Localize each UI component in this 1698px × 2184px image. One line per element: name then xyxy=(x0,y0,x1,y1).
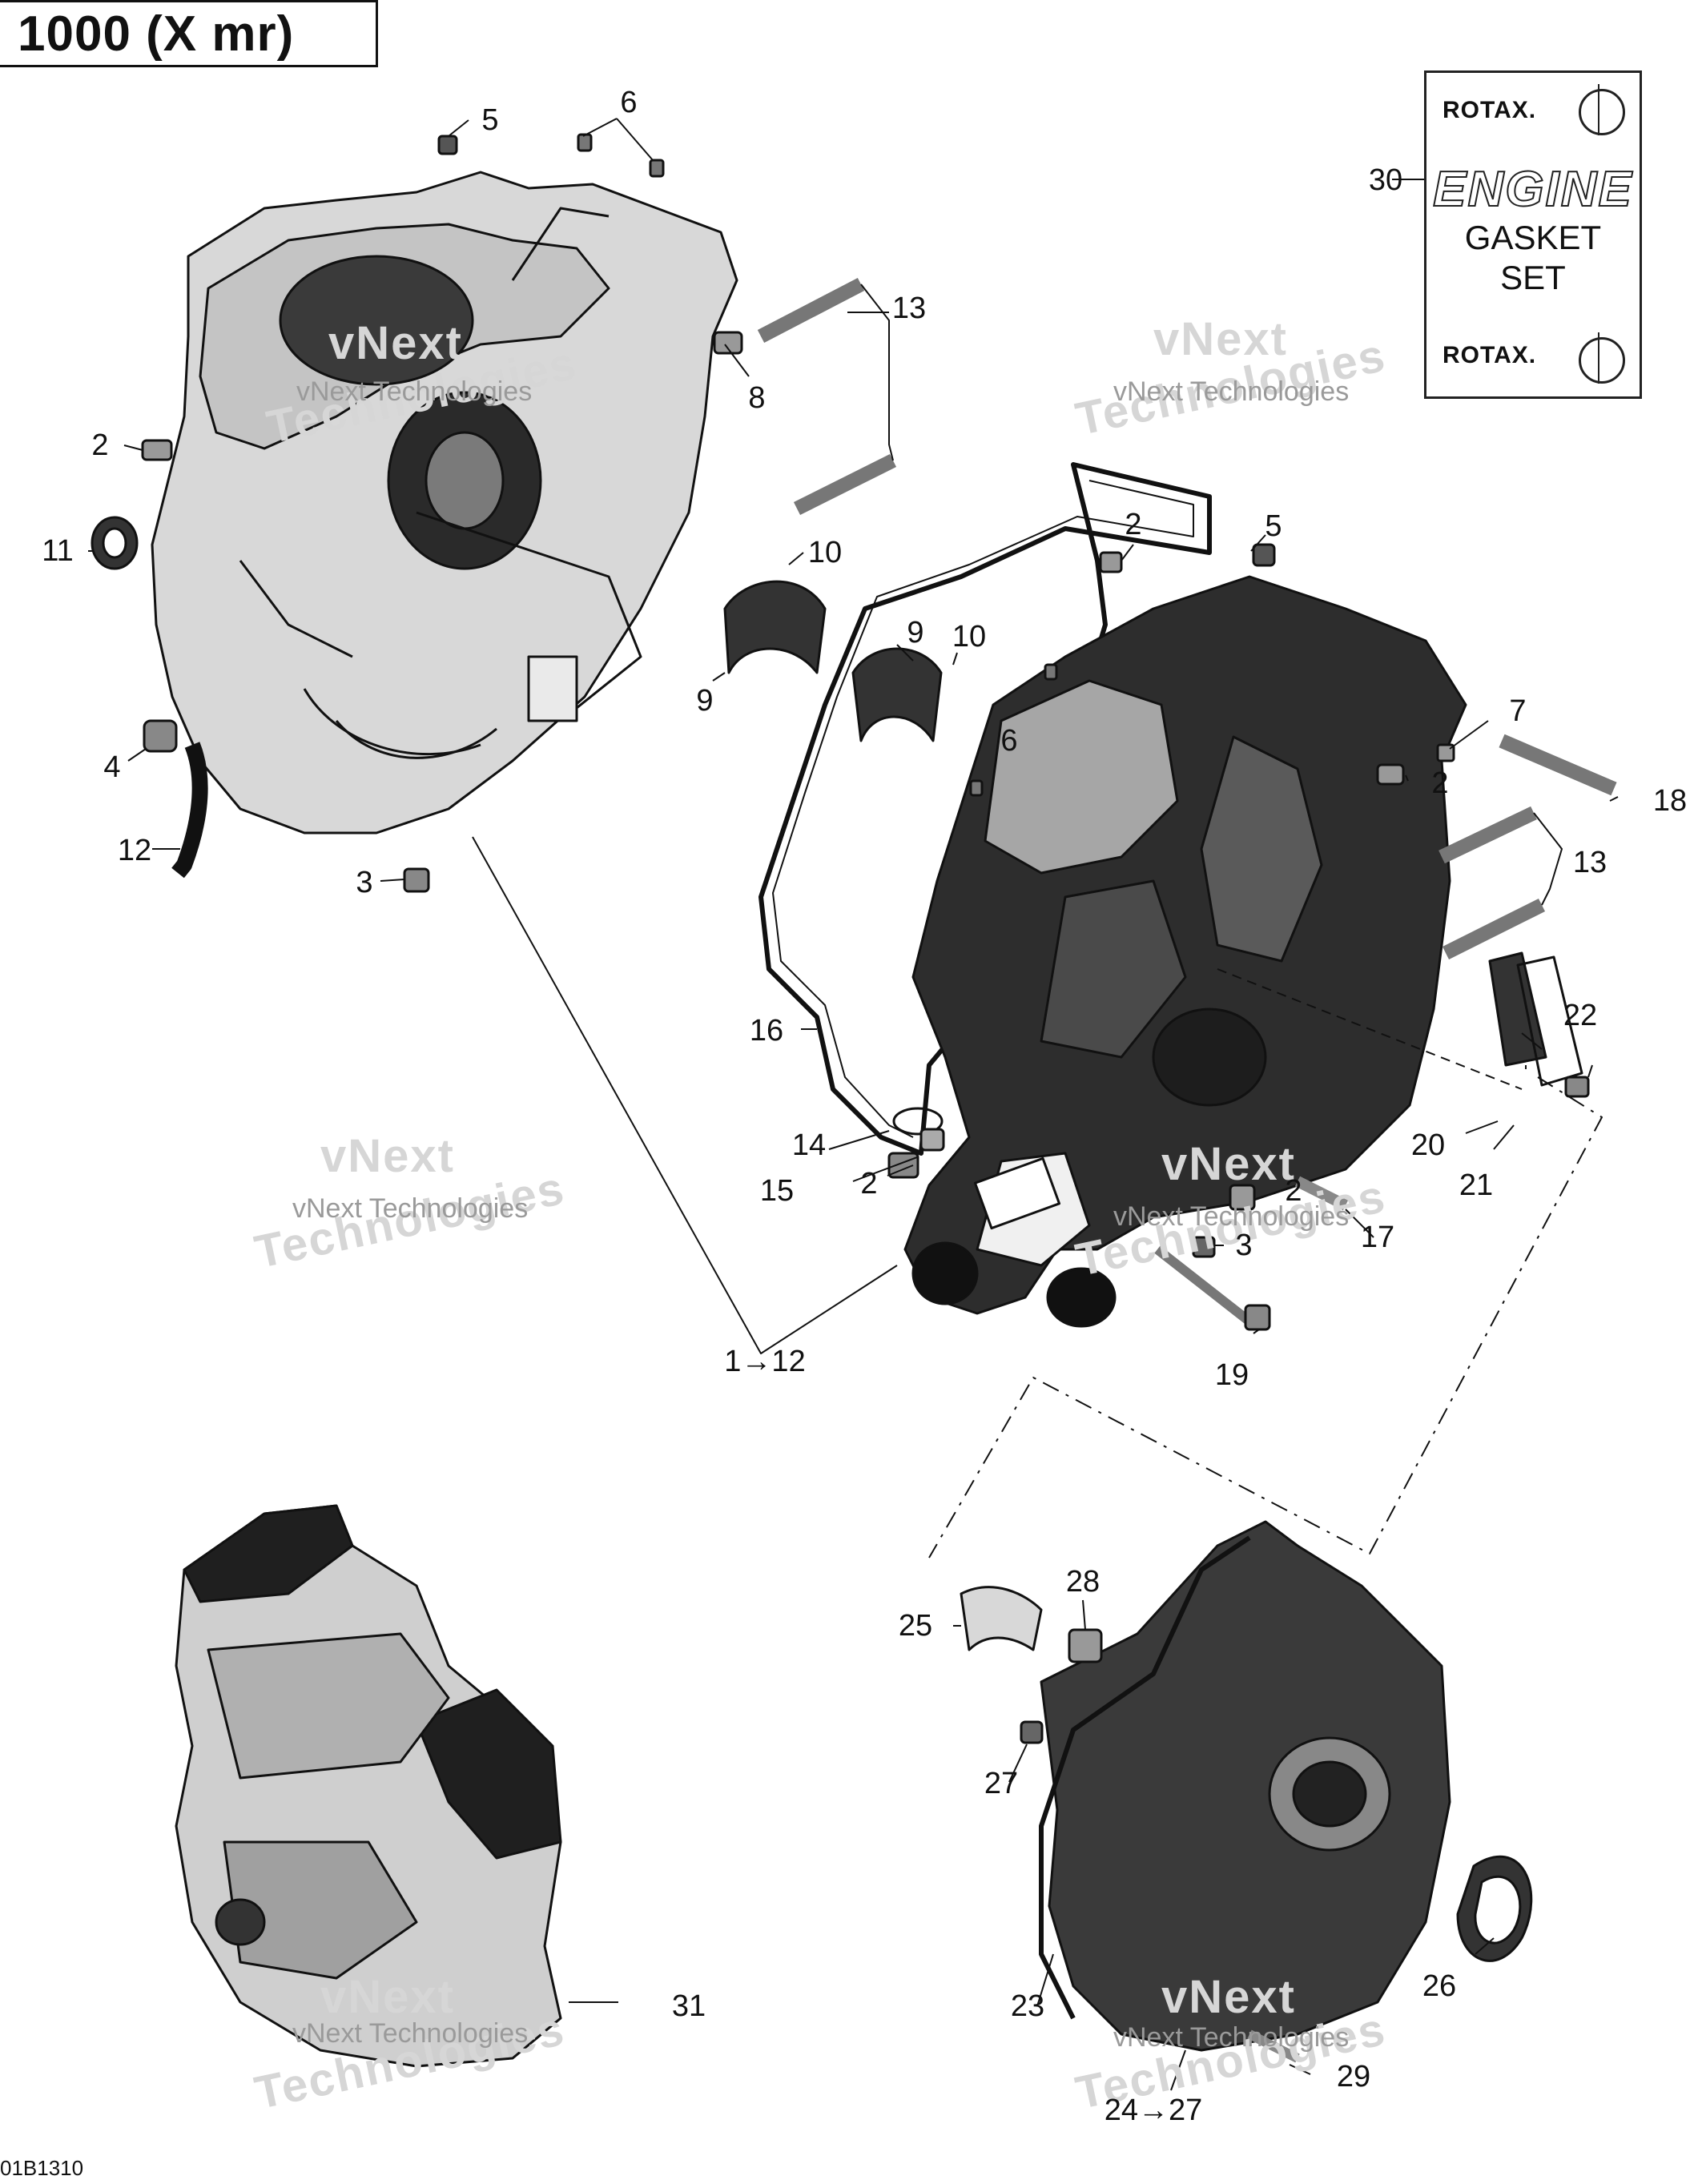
complete-engine-assembly xyxy=(175,1504,562,2068)
watermark-large: vNext xyxy=(320,1130,455,1182)
callout-label: 4 xyxy=(103,750,121,784)
callout-label: 9 xyxy=(696,684,714,718)
callout-label: 5 xyxy=(1265,509,1282,543)
callout-label: 24→27 xyxy=(1104,2094,1203,2127)
callout-stems xyxy=(88,118,1619,2091)
callout-label: 21 xyxy=(1459,1168,1494,1202)
watermark-small: vNext Technologies xyxy=(1113,2022,1350,2053)
watermark-small: vNext Technologies xyxy=(292,1193,529,1224)
model-title-box: 1000 (X mr) xyxy=(0,0,378,67)
left-small-parts xyxy=(91,133,743,893)
watermark-large: vNext xyxy=(1161,1971,1296,2023)
engine-gasket-set-package: ROTAX. ENGINE GASKET SET ROTAX. xyxy=(1424,70,1642,399)
callout-label: 2 xyxy=(1125,508,1142,541)
model-title: 1000 (X mr) xyxy=(18,6,295,62)
rotax-seal-icon-bottom xyxy=(1579,337,1625,384)
brand-logo-top: ROTAX. xyxy=(1442,97,1537,123)
watermark-large: vNext xyxy=(1161,1138,1296,1190)
crankcase-cover xyxy=(960,1520,1533,2063)
left-crankcase-half xyxy=(151,171,738,835)
rotax-seal-icon xyxy=(1579,89,1625,135)
callout-label: 5 xyxy=(481,103,499,137)
leader-lines xyxy=(472,836,1603,1559)
callout-label: 8 xyxy=(748,381,766,415)
watermark-small: vNext Technologies xyxy=(1113,376,1350,407)
watermark-small: vNext Technologies xyxy=(296,376,533,407)
watermark-large: vNext xyxy=(320,1971,455,2023)
callout-label: 31 xyxy=(671,1989,706,2023)
watermark-small: vNext Technologies xyxy=(292,2018,529,2049)
kit-gasket-word: GASKET xyxy=(1464,219,1602,256)
drawing-code: 01B1310 xyxy=(0,2156,84,2180)
callout-label: 15 xyxy=(759,1174,795,1208)
callout-label: 16 xyxy=(749,1014,784,1048)
callout-label: 20 xyxy=(1410,1128,1446,1162)
brand-logo-bottom: ROTAX. xyxy=(1442,342,1537,368)
callout-label: 27 xyxy=(984,1767,1019,1800)
callout-label: 25 xyxy=(898,1609,933,1643)
callout-label: 23 xyxy=(1010,1989,1045,2023)
stud-set-upper xyxy=(757,278,897,516)
callout-label: 29 xyxy=(1336,2060,1371,2094)
callout-label: 12 xyxy=(117,834,152,867)
callout-label: 19 xyxy=(1214,1358,1249,1392)
callout-label: 2 xyxy=(1285,1174,1302,1208)
kit-engine-word: ENGINE xyxy=(1432,161,1633,218)
callout-label: 10 xyxy=(807,536,843,569)
callout-label: 6 xyxy=(1000,724,1018,758)
callout-label: 22 xyxy=(1563,999,1598,1032)
right-crankcase-half xyxy=(903,575,1467,1328)
callout-label: 7 xyxy=(1509,694,1527,728)
callout-label: 1→12 xyxy=(724,1345,806,1378)
callout-label: 30 xyxy=(1368,163,1403,197)
watermark-large: vNext xyxy=(1153,313,1288,365)
callout-label: 3 xyxy=(356,866,373,899)
kit-set-word: SET xyxy=(1500,259,1566,296)
callout-label: 6 xyxy=(620,86,638,119)
callout-label: 2 xyxy=(1431,766,1449,800)
callout-label: 18 xyxy=(1652,784,1688,818)
watermark-large: vNext xyxy=(328,317,463,369)
callout-label: 26 xyxy=(1422,1969,1457,2003)
watermark-small: vNext Technologies xyxy=(1113,1201,1350,1232)
callout-label: 17 xyxy=(1360,1221,1395,1254)
callout-label: 10 xyxy=(952,620,987,654)
callout-label: 14 xyxy=(791,1128,827,1162)
callout-label: 13 xyxy=(1572,846,1607,879)
callout-label: 2 xyxy=(860,1167,878,1201)
right-small-parts xyxy=(887,543,1617,1331)
callout-label: 9 xyxy=(907,616,924,650)
callout-label: 11 xyxy=(42,534,74,568)
callout-label: 2 xyxy=(91,428,109,462)
callout-label: 13 xyxy=(891,292,927,325)
main-bearings xyxy=(723,580,943,742)
callout-label: 3 xyxy=(1235,1229,1253,1262)
callout-label: 28 xyxy=(1065,1565,1100,1599)
